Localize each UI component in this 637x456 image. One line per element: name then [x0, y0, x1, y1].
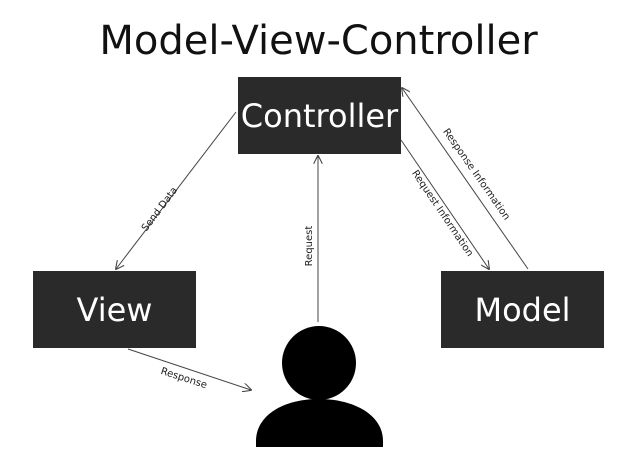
user-silhouette-icon	[256, 326, 383, 447]
request-information-arrow	[400, 139, 489, 269]
model-label: Model	[474, 290, 571, 329]
response-arrow	[127, 348, 251, 390]
controller-node: Controller	[238, 77, 401, 154]
response-label: Response	[159, 366, 208, 391]
controller-label: Controller	[240, 96, 399, 135]
request-information-label: Request Information	[409, 168, 475, 258]
response-information-arrow	[402, 88, 529, 270]
view-label: View	[76, 290, 153, 329]
send-data-label: Send Data	[140, 185, 180, 233]
view-node: View	[33, 271, 196, 348]
model-node: Model	[441, 271, 604, 348]
response-information-label: Response Information	[440, 127, 512, 223]
request-label: Request	[304, 226, 315, 267]
send-data-arrow	[116, 111, 237, 269]
diagram-title: Model-View-Controller	[99, 18, 538, 64]
